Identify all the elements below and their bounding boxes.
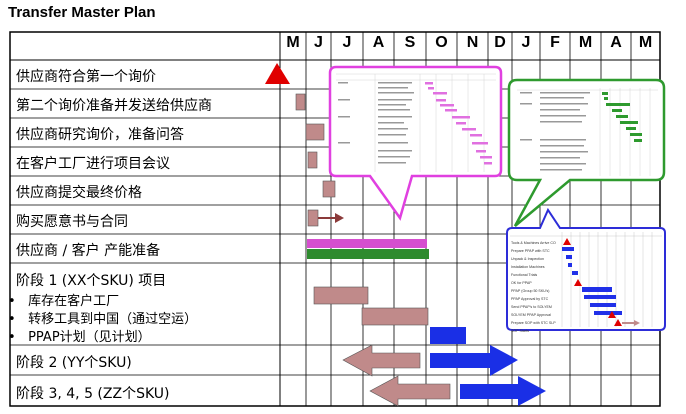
row-label: 供应商 / 客户 产能准备 — [16, 243, 161, 259]
month-header: J — [342, 34, 352, 51]
inset-row-label: Tools & Machines Arrive CO — [511, 241, 556, 245]
month-header: M — [578, 34, 593, 51]
bullet-glyph: • — [8, 330, 16, 345]
row-label: 阶段 2 (YY个SKU) — [16, 355, 132, 371]
inset-row-label: SOP Starts — [511, 329, 529, 333]
task-bar — [295, 93, 306, 111]
inset-row-label: Installation Machines — [511, 265, 545, 269]
bullet-glyph: • — [8, 294, 16, 309]
row-label: 在客户工厂进行项目会议 — [16, 156, 170, 172]
bullet-item: • 转移工具到中国（通过空运） — [8, 308, 197, 327]
inset-chart-magenta — [328, 65, 503, 221]
task-bar — [322, 180, 336, 198]
month-header: M — [638, 34, 653, 51]
bullet-glyph: • — [8, 312, 16, 327]
magenta-bar — [307, 239, 427, 248]
task-bar — [361, 307, 429, 326]
bullet-text: 库存在客户工厂 — [28, 294, 120, 309]
inset-row-label: Send PPAP's to SOLYEM — [511, 305, 552, 309]
month-header: J — [521, 34, 531, 51]
inset-row-label: PPAP Approval by STC — [511, 297, 549, 301]
row-label: 购买愿意书与合同 — [16, 214, 128, 230]
month-header: O — [435, 34, 448, 51]
row-label: 第二个询价准备并发送给供应商 — [16, 98, 212, 114]
inset-row-label: Prepare PPAP with STC — [511, 249, 550, 253]
green-bar — [307, 249, 429, 259]
inset-row-label: PPAP (Group 50 SKU's) — [511, 289, 550, 293]
row-label: 阶段 1 (XX个SKU) 项目 — [16, 273, 167, 289]
inset-row-label: Functional Trials — [511, 273, 537, 277]
month-header: F — [550, 34, 560, 51]
inset-row-label: Unpack & Inspection — [511, 257, 544, 261]
bullet-item: • 库存在客户工厂 — [8, 290, 119, 309]
double-arrow-icon — [342, 344, 518, 377]
inset-chart-blue — [506, 207, 666, 331]
month-header: S — [404, 34, 416, 51]
bullet-text: 转移工具到中国（通过空运） — [28, 312, 198, 327]
table-border — [9, 31, 661, 407]
month-header: N — [466, 34, 479, 51]
month-header: J — [314, 34, 323, 51]
row-label: 供应商提交最终价格 — [16, 185, 142, 201]
row-label: 供应商研究询价，准备问答 — [16, 127, 184, 143]
bullet-text: PPAP计划（见计划） — [28, 330, 151, 345]
inset-row-label: SOLYEM PPAP Approval — [511, 313, 551, 317]
milestone-triangle-icon — [265, 63, 290, 84]
blue-bar — [430, 327, 466, 344]
month-header: A — [610, 34, 622, 51]
bullet-item: • PPAP计划（见计划） — [8, 326, 151, 345]
task-bar — [313, 286, 369, 305]
month-header: M — [286, 34, 300, 51]
row-label: 阶段 3, 4, 5 (ZZ个SKU) — [16, 386, 170, 402]
page-title: Transfer Master Plan — [8, 4, 156, 21]
task-bar — [307, 151, 318, 169]
arrow-right-icon — [318, 213, 344, 223]
task-bar — [305, 123, 325, 141]
inset-chart-green — [507, 78, 666, 227]
month-header: D — [494, 34, 506, 51]
month-header: A — [372, 34, 385, 51]
double-arrow-icon — [369, 375, 546, 407]
inset-row-label: Prepare SOP with STC SLP — [511, 321, 556, 325]
inset-row-label: OK for PPAP — [511, 281, 532, 285]
row-label: 供应商符合第一个询价 — [16, 69, 156, 85]
